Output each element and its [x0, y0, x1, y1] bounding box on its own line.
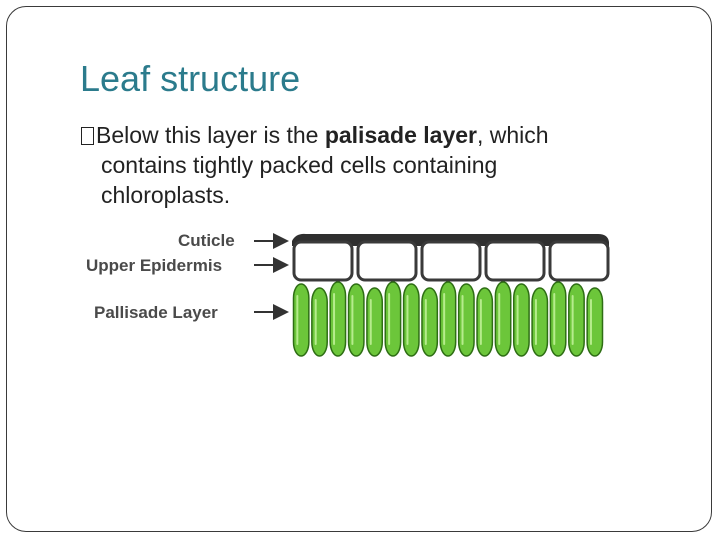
epidermis-cell: [420, 240, 482, 282]
palisade-cell: [329, 281, 347, 357]
upper-epidermis-layer: [292, 240, 610, 282]
palisade-cell: [402, 283, 420, 357]
bullet-text: Below this layer is the palisade layer, …: [81, 120, 641, 210]
leaf-cross-section-diagram: Cuticle Upper Epidermis Pallisade Layer: [86, 231, 610, 357]
bullet-square-icon: [81, 127, 94, 145]
bullet-line-1: Below this layer is the palisade layer, …: [81, 120, 641, 150]
palisade-layer: [292, 281, 604, 357]
bullet-text-after: , which: [476, 122, 549, 148]
palisade-cell: [568, 283, 585, 357]
palisade-cell: [512, 283, 530, 357]
palisade-cell: [549, 281, 567, 357]
palisade-cell: [494, 281, 512, 357]
palisade-cell: [476, 287, 494, 357]
label-upper-epidermis: Upper Epidermis: [86, 256, 222, 275]
palisade-cell: [384, 281, 402, 357]
label-cuticle: Cuticle: [178, 231, 235, 250]
bullet-text-before: Below this layer is the: [96, 122, 325, 148]
epidermis-cell: [292, 240, 354, 282]
palisade-cell: [347, 283, 365, 357]
palisade-cell: [366, 287, 384, 357]
bullet-line-3: chloroplasts.: [101, 182, 231, 208]
palisade-cell: [531, 287, 549, 357]
epidermis-cell: [548, 240, 610, 282]
slide-title: Leaf structure: [80, 58, 301, 99]
epidermis-cell: [484, 240, 546, 282]
palisade-cell: [421, 287, 439, 357]
palisade-cell: [586, 287, 604, 357]
palisade-cell: [457, 283, 475, 357]
palisade-cell: [292, 283, 310, 357]
bullet-emphasis: palisade layer: [324, 122, 477, 148]
bullet-line-2: contains tightly packed cells containing: [101, 152, 498, 178]
palisade-cell: [439, 281, 457, 357]
epidermis-cell: [356, 240, 418, 282]
label-palisade-layer: Pallisade Layer: [94, 303, 218, 322]
palisade-cell: [311, 287, 328, 357]
